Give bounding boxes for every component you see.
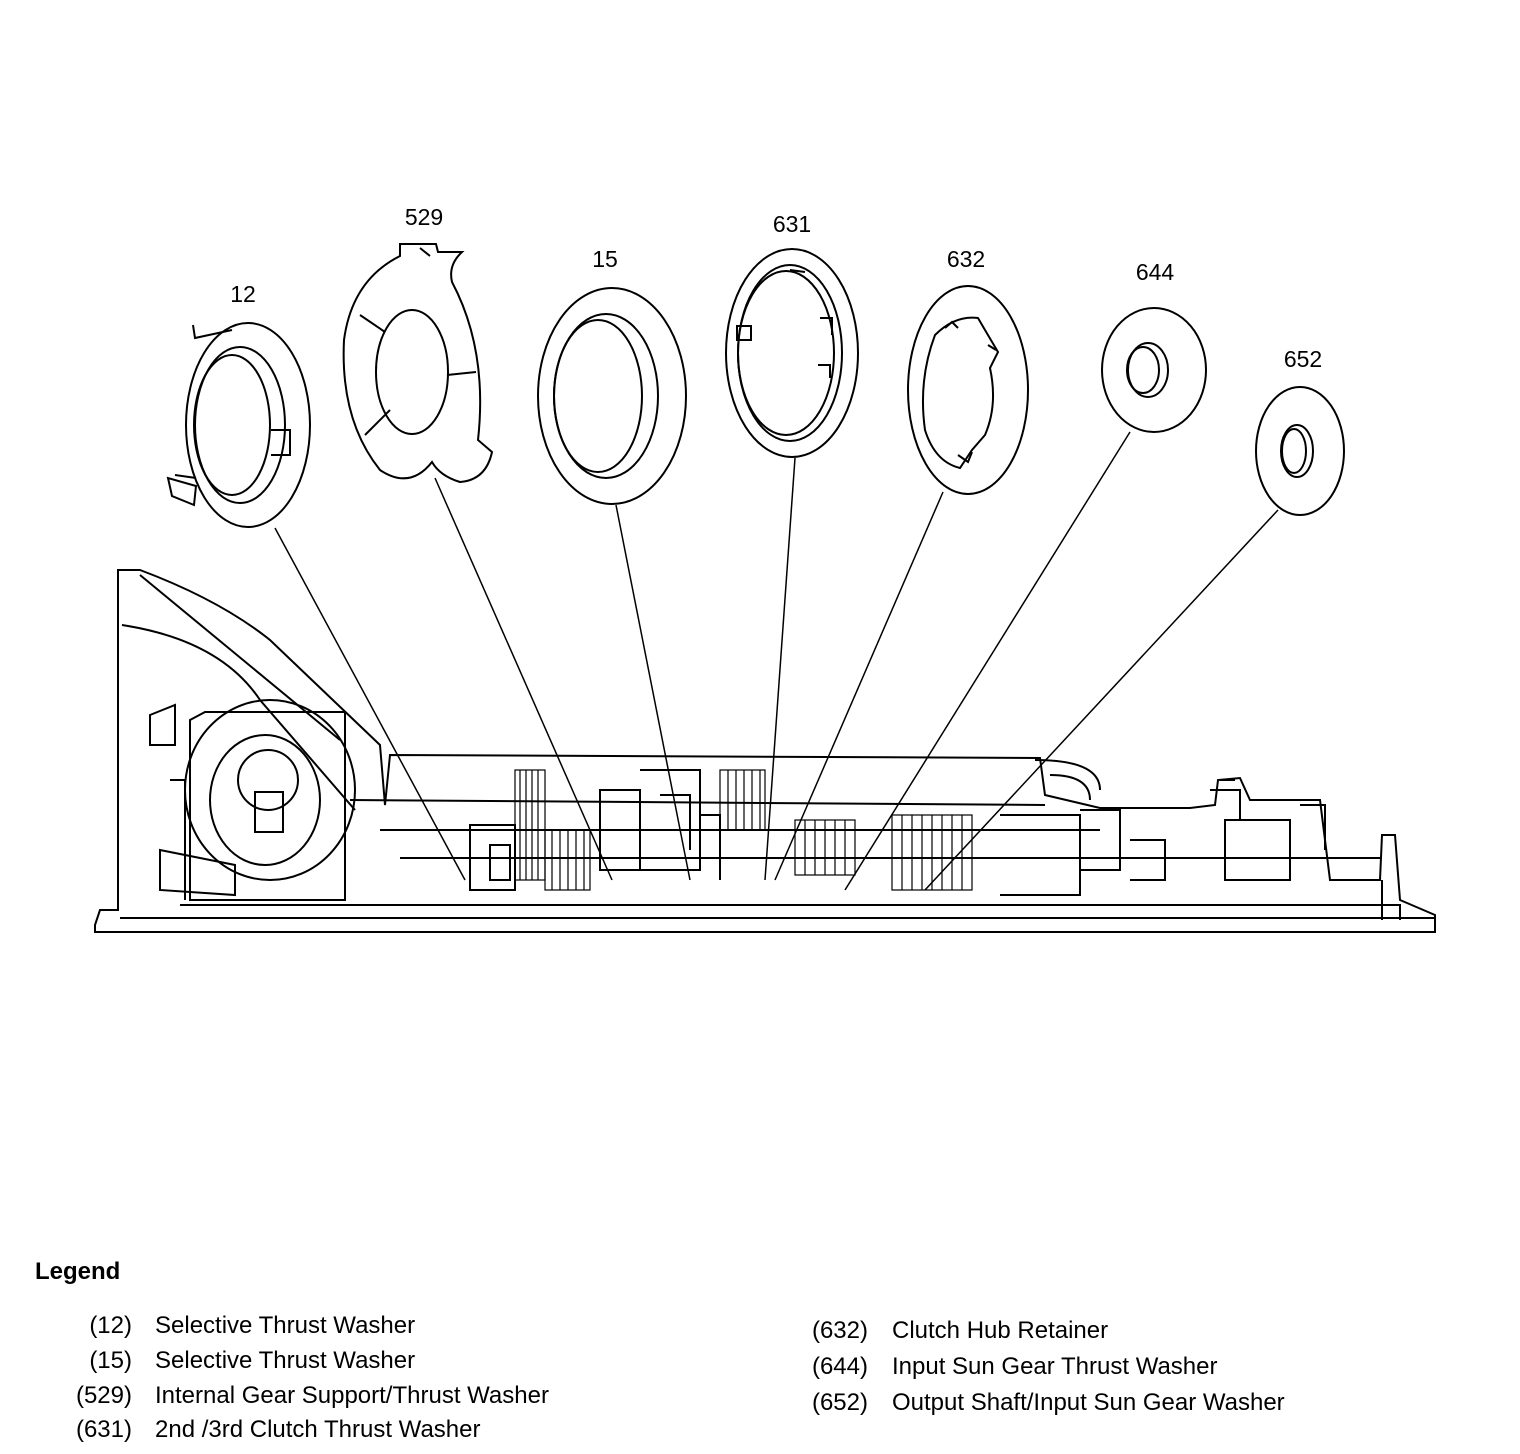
- transmission-cross-section: [94, 569, 1436, 933]
- legend-label: 2nd /3rd Clutch Thrust Washer: [155, 1416, 481, 1443]
- legend-label: Selective Thrust Washer: [155, 1312, 416, 1339]
- washer-644: [1101, 307, 1207, 433]
- legend-label: Input Sun Gear Thrust Washer: [892, 1353, 1218, 1380]
- callout-529: 529: [405, 204, 443, 230]
- washer-652: [1255, 386, 1345, 516]
- legend-number: (12): [89, 1312, 132, 1339]
- callout-652: 652: [1284, 346, 1322, 372]
- legend-number: (15): [89, 1347, 132, 1374]
- washer-529: [342, 243, 494, 484]
- legend-label: Internal Gear Support/Thrust Washer: [155, 1382, 549, 1409]
- legend-number: (644): [811, 1353, 868, 1380]
- callout-632: 632: [947, 246, 985, 272]
- callout-644: 644: [1136, 259, 1175, 285]
- legend-number: (529): [75, 1382, 132, 1409]
- clutch-pack-5: [891, 814, 973, 891]
- washer-632: [907, 285, 1029, 495]
- transmission-exploded-diagram: 12 529 15 631 632 644 652: [94, 204, 1436, 933]
- legend-number: (632): [811, 1317, 868, 1344]
- callout-631: 631: [773, 211, 811, 237]
- clutch-pack-2: [544, 829, 591, 891]
- legend-number: (652): [811, 1389, 868, 1416]
- washer-12: [166, 322, 311, 528]
- clutch-pack-1: [514, 769, 546, 881]
- legend-label: Selective Thrust Washer: [155, 1347, 416, 1374]
- legend-title: Legend: [35, 1258, 121, 1285]
- leader-lines: [274, 431, 1279, 891]
- callout-12: 12: [230, 281, 256, 307]
- legend-number: (631): [75, 1416, 132, 1443]
- washer-15: [537, 287, 687, 505]
- legend-label: Output Shaft/Input Sun Gear Washer: [892, 1389, 1285, 1416]
- clutch-pack-4: [794, 819, 856, 876]
- washer-631: [725, 248, 859, 458]
- legend-label: Clutch Hub Retainer: [892, 1317, 1109, 1344]
- clutch-pack-3: [719, 769, 766, 831]
- callout-15: 15: [592, 246, 618, 272]
